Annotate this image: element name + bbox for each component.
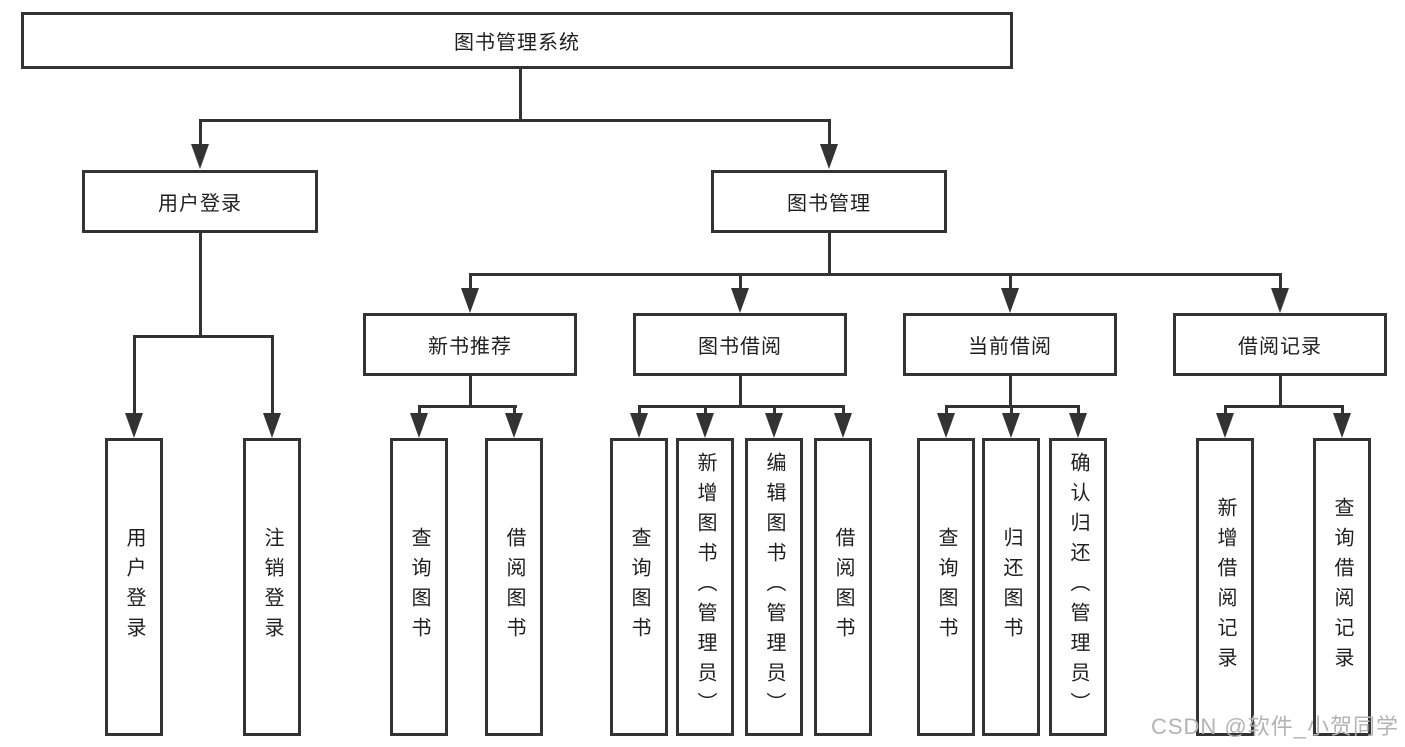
node-leaf-borrow-books-1: 借阅图书 xyxy=(485,438,543,736)
connector-user-login-drop xyxy=(199,233,202,338)
arrowhead-down-icon xyxy=(191,144,209,169)
connector-stub xyxy=(418,405,421,418)
connector-stub xyxy=(828,119,831,147)
node-leaf-edit-books-admin: 编辑图书（管理员） xyxy=(745,438,803,736)
node-root: 图书管理系统 xyxy=(21,12,1013,69)
node-leaf-query-books-3: 查询图书 xyxy=(917,438,975,736)
connector-stub xyxy=(133,335,136,417)
connector-book-mgmt-drop xyxy=(828,233,831,276)
node-leaf-return-books: 归还图书 xyxy=(982,438,1040,736)
connector-stub xyxy=(842,405,845,418)
arrowhead-down-icon xyxy=(696,413,714,438)
csdn-watermark: CSDN @软件_小贺同学 xyxy=(1150,714,1399,739)
node-current-borrow-label: 当前借阅 xyxy=(968,336,1052,358)
node-leaf-confirm-return-admin: 确认归还（管理员） xyxy=(1049,438,1107,736)
connector-new-books-rail xyxy=(418,405,517,408)
connector-level2-rail xyxy=(469,273,1282,276)
node-book-mgmt-label: 图书管理 xyxy=(787,193,871,215)
connector-book-borrow-drop xyxy=(739,376,742,408)
node-leaf-query-borrow-record: 查询借阅记录 xyxy=(1313,438,1371,736)
node-leaf-user-login: 用户登录 xyxy=(105,438,163,736)
connector-stub xyxy=(739,273,742,293)
node-borrow-records: 借阅记录 xyxy=(1173,313,1387,376)
arrowhead-down-icon xyxy=(1333,413,1351,438)
connector-stub xyxy=(513,405,516,418)
node-borrow-records-label: 借阅记录 xyxy=(1238,336,1322,358)
arrowhead-down-icon xyxy=(1002,413,1020,438)
leaf-label: 查询图书 xyxy=(408,527,430,647)
arrowhead-down-icon xyxy=(731,288,749,313)
connector-stub xyxy=(1009,273,1012,293)
node-book-borrow-label: 图书借阅 xyxy=(698,336,782,358)
node-new-books: 新书推荐 xyxy=(363,313,577,376)
arrowhead-down-icon xyxy=(1001,288,1019,313)
leaf-label: 注销登录 xyxy=(261,527,283,647)
connector-stub xyxy=(1279,273,1282,293)
node-leaf-logout: 注销登录 xyxy=(243,438,301,736)
connector-book-borrow-rail xyxy=(638,405,845,408)
connector-stub xyxy=(945,405,948,418)
arrowhead-down-icon xyxy=(765,413,783,438)
node-leaf-borrow-books-2: 借阅图书 xyxy=(814,438,872,736)
arrowhead-down-icon xyxy=(125,413,143,438)
node-user-login-label: 用户登录 xyxy=(158,193,242,215)
connector-borrow-records-rail xyxy=(1224,405,1344,408)
node-book-mgmt: 图书管理 xyxy=(711,170,947,233)
leaf-label: 用户登录 xyxy=(123,527,145,647)
leaf-label: 归还图书 xyxy=(1000,527,1022,647)
arrowhead-down-icon xyxy=(263,413,281,438)
node-leaf-query-books-1: 查询图书 xyxy=(390,438,448,736)
arrowhead-down-icon xyxy=(461,288,479,313)
arrowhead-down-icon xyxy=(937,413,955,438)
connector-current-borrow-drop xyxy=(1009,376,1012,408)
arrowhead-down-icon xyxy=(834,413,852,438)
connector-stub xyxy=(1341,405,1344,418)
leaf-label: 确认归还（管理员） xyxy=(1067,452,1089,722)
connector-user-login-rail xyxy=(133,335,274,338)
connector-stub xyxy=(271,335,274,417)
arrowhead-down-icon xyxy=(505,413,523,438)
node-user-login: 用户登录 xyxy=(82,170,318,233)
arrowhead-down-icon xyxy=(1271,288,1289,313)
connector-level1-rail xyxy=(199,119,831,122)
arrowhead-down-icon xyxy=(820,144,838,169)
arrowhead-down-icon xyxy=(410,413,428,438)
leaf-label: 新增图书（管理员） xyxy=(694,452,716,722)
connector-stub xyxy=(1224,405,1227,418)
leaf-label: 查询图书 xyxy=(628,527,650,647)
connector-new-books-drop xyxy=(469,376,472,408)
connector-root-drop xyxy=(519,69,522,122)
connector-stub xyxy=(199,119,202,147)
connector-stub xyxy=(469,273,472,293)
leaf-label: 新增借阅记录 xyxy=(1214,497,1236,677)
connector-stub xyxy=(1077,405,1080,418)
connector-stub xyxy=(704,405,707,418)
node-book-borrow: 图书借阅 xyxy=(633,313,847,376)
node-leaf-add-borrow-record: 新增借阅记录 xyxy=(1196,438,1254,736)
connector-borrow-records-drop xyxy=(1279,376,1282,408)
leaf-label: 查询借阅记录 xyxy=(1331,497,1353,677)
arrowhead-down-icon xyxy=(1069,413,1087,438)
leaf-label: 查询图书 xyxy=(935,527,957,647)
node-root-label: 图书管理系统 xyxy=(454,32,580,54)
connector-stub xyxy=(1010,405,1013,418)
leaf-label: 借阅图书 xyxy=(832,527,854,647)
leaf-label: 编辑图书（管理员） xyxy=(763,452,785,722)
arrowhead-down-icon xyxy=(1216,413,1234,438)
node-leaf-query-books-2: 查询图书 xyxy=(610,438,668,736)
node-leaf-add-books-admin: 新增图书（管理员） xyxy=(676,438,734,736)
node-new-books-label: 新书推荐 xyxy=(428,336,512,358)
arrowhead-down-icon xyxy=(630,413,648,438)
connector-stub xyxy=(638,405,641,418)
connector-stub xyxy=(773,405,776,418)
leaf-label: 借阅图书 xyxy=(503,527,525,647)
node-current-borrow: 当前借阅 xyxy=(903,313,1117,376)
